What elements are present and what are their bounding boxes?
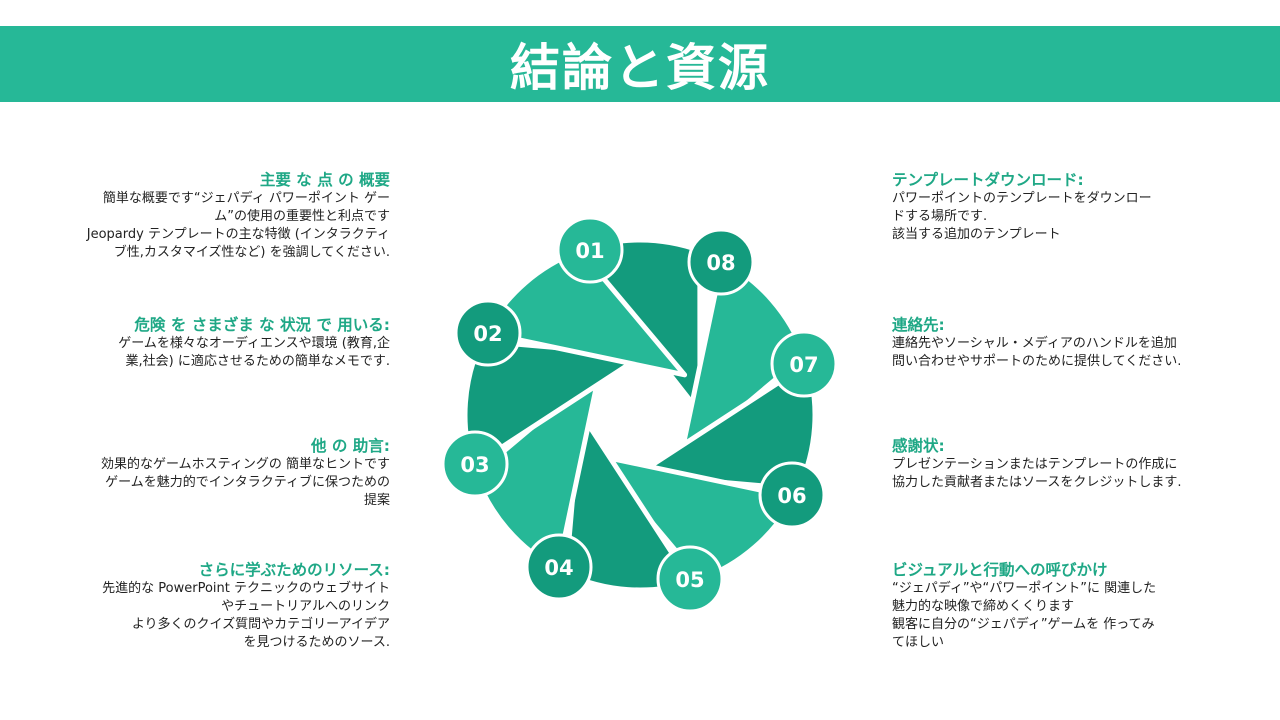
step-marker: 05 [656,545,724,613]
section-line: 問い合わせやサポートのために提供してください. [892,354,1182,369]
section-line: 先進的な PowerPoint テクニックのウェブサイト [102,581,390,596]
step-marker: 04 [525,533,593,601]
step-number: 06 [777,484,806,508]
section-line: ドする場所です. [892,209,988,224]
step-marker: 08 [687,228,755,296]
section-key-points: 主要 な 点 の 概要 簡単な概要です“ジェパディ パワーポイント ゲー ム”の… [50,170,390,262]
section-line: 簡単な概要です“ジェパディ パワーポイント ゲー [102,191,390,206]
step-circle [441,430,509,498]
section-line: ゲームを様々なオーディエンスや環境 (教育,企 [118,336,390,351]
section-line: より多くのクイズ質問やカテゴリーアイデア [131,617,390,632]
section-line: パワーポイントのテンプレートをダウンロー [892,191,1152,206]
step-number: 05 [675,568,704,592]
section-line: 協力した貢献者またはソースをクレジットします. [892,475,1182,490]
section-line: Jeopardy テンプレートの主な特徴 (インタラクティ [86,227,390,242]
step-marker: 07 [770,330,838,398]
section-line: プレゼンテーションまたはテンプレートの作成に [892,457,1178,472]
section-contact: 連絡先: 連絡先やソーシャル・メディアのハンドルを追加 問い合わせやサポートのた… [892,315,1222,371]
section-heading: 連絡先: [892,316,945,334]
section-line: ム”の使用の重要性と利点です [214,209,390,224]
section-line: 効果的なゲームホスティングの 簡単なヒントです [101,457,390,472]
section-line: 提案 [363,493,390,508]
section-line: を見つけるためのソース. [243,635,390,650]
step-marker: 03 [441,430,509,498]
title-banner: 結論と資源 [0,26,1280,102]
section-line: やチュートリアルへのリンク [221,599,390,614]
section-contexts: 危険 を さまざま な 状況 で 用いる: ゲームを様々なオーディエンスや環境 … [50,315,390,371]
step-number: 03 [460,453,489,477]
step-number: 07 [789,353,818,377]
section-tips: 他 の 助言: 効果的なゲームホスティングの 簡単なヒントです ゲームを魅力的で… [50,436,390,510]
step-number: 08 [706,251,735,275]
section-heading: 危険 を さまざま な 状況 で 用いる: [134,316,390,334]
section-heading: テンプレートダウンロード: [892,171,1084,189]
step-number: 04 [544,556,573,580]
step-marker: 01 [556,218,624,284]
section-resources: さらに学ぶためのリソース: 先進的な PowerPoint テクニックのウェブサ… [50,560,390,652]
step-circle [758,461,826,529]
section-template-download: テンプレートダウンロード: パワーポイントのテンプレートをダウンロー ドする場所… [892,170,1222,244]
section-heading: ビジュアルと行動への呼びかけ [892,561,1108,579]
step-circle [454,299,522,367]
section-call-to-action: ビジュアルと行動への呼びかけ “ジェパディ”や“パワーポイント”に 関連した 魅… [892,560,1222,652]
aperture-wheel-diagram: 01 02 03 04 05 06 07 08 [441,218,838,613]
step-circle [770,330,838,398]
step-number: 01 [575,239,604,263]
section-line: ゲームを魅力的でインタラクティブに保つための [105,475,390,490]
section-acknowledgements: 感謝状: プレゼンテーションまたはテンプレートの作成に 協力した貢献者またはソー… [892,436,1222,492]
section-line: てほしい [892,635,945,650]
section-line: 連絡先やソーシャル・メディアのハンドルを追加 [892,336,1177,351]
step-marker: 06 [758,461,826,529]
section-line: 魅力的な映像で締めくくります [892,599,1075,614]
step-circle [656,545,724,613]
section-line: ブ性,カスタマイズ性など) を強調してください. [113,245,390,260]
section-line: 観客に自分の“ジェパディ”ゲームを 作ってみ [892,617,1155,632]
section-line: 業,社会) に適応させるための簡単なメモです. [125,354,390,369]
section-heading: 他 の 助言: [311,437,390,455]
section-line: 該当する追加のテンプレート [892,227,1061,242]
section-heading: 感謝状: [892,437,945,455]
step-circle [556,218,624,284]
page-title: 結論と資源 [510,39,770,97]
step-circle [687,228,755,296]
step-number: 02 [473,322,502,346]
step-marker: 02 [454,299,522,367]
section-heading: さらに学ぶためのリソース: [198,561,390,579]
section-heading: 主要 な 点 の 概要 [259,171,390,189]
section-line: “ジェパディ”や“パワーポイント”に 関連した [892,581,1157,596]
step-circle [525,533,593,601]
